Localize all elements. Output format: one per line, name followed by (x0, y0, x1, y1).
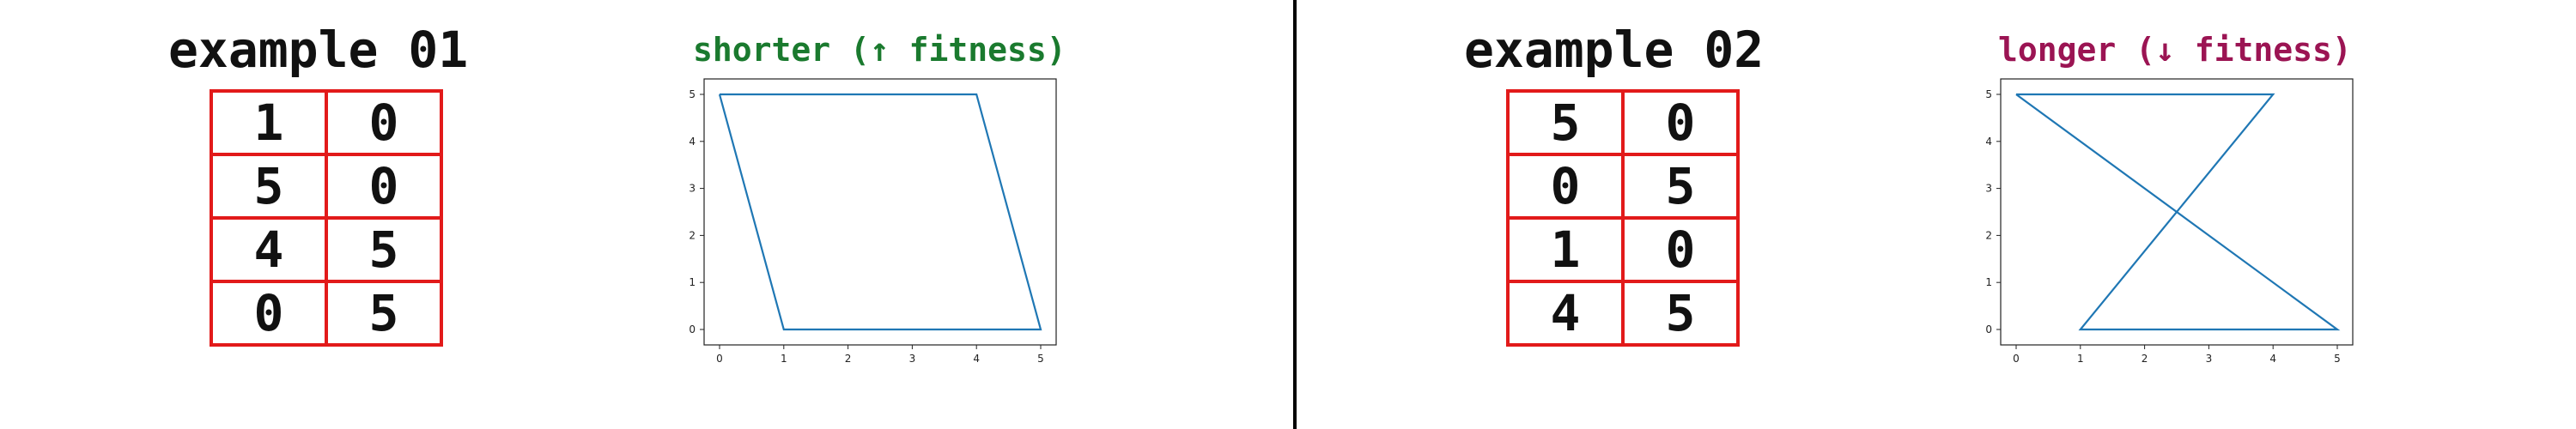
y-tick-label: 4 (1985, 136, 1992, 148)
table-row: 0 5 (210, 280, 443, 347)
plot-title: longer (↓ fitness) (1998, 31, 2352, 69)
y-tick-label: 3 (689, 183, 696, 195)
table-cell: 4 (1506, 280, 1625, 347)
x-tick-label: 4 (973, 353, 980, 365)
table-cell: 0 (325, 153, 443, 220)
y-tick-label: 5 (689, 88, 696, 100)
points-table: 5 0 0 5 1 0 4 5 (1506, 89, 1740, 347)
y-tick-label: 2 (1985, 229, 1992, 241)
table-row: 0 5 (1506, 153, 1740, 220)
x-tick-label: 5 (1037, 353, 1044, 365)
table-row: 5 0 (210, 153, 443, 220)
plot-frame (703, 78, 1057, 346)
route-plot: 0 1 2 3 4 5 0 1 2 3 4 5 (689, 78, 1057, 365)
table-cell: 5 (210, 153, 328, 220)
plot-frame (2000, 78, 2354, 346)
table-cell: 0 (1506, 153, 1625, 220)
table-row: 1 0 (1506, 216, 1740, 283)
route-plot: 0 1 2 3 4 5 0 1 2 3 4 5 (1985, 78, 2354, 365)
table-cell: 1 (210, 89, 328, 156)
table-cell: 1 (1506, 216, 1625, 283)
table-cell: 4 (210, 216, 328, 283)
y-tick-label: 5 (1985, 88, 1992, 100)
table-cell: 0 (210, 280, 328, 347)
table-cell: 5 (1621, 153, 1740, 220)
x-tick-label: 3 (2206, 353, 2213, 365)
table-cell: 5 (1506, 89, 1625, 156)
example-panel-01: example 01 1 0 5 0 4 5 0 5 shorter (↑ fi… (168, 21, 1066, 365)
x-tick-label: 0 (2013, 353, 2020, 365)
table-cell: 5 (1621, 280, 1740, 347)
example-panel-02: example 02 5 0 0 5 1 0 4 5 longer (↓ fit… (1297, 0, 2576, 429)
y-tick-label: 2 (689, 229, 696, 241)
y-tick-label: 0 (689, 323, 696, 335)
x-tick-label: 1 (781, 353, 787, 365)
x-tick-label: 3 (909, 353, 916, 365)
y-tick-label: 1 (1985, 276, 1992, 288)
route-line (2015, 93, 2341, 331)
x-tick-label: 5 (2334, 353, 2341, 365)
points-table: 1 0 5 0 4 5 0 5 (210, 89, 443, 347)
y-tick-label: 4 (689, 136, 696, 148)
table-row: 1 0 (210, 89, 443, 156)
y-tick-label: 0 (1985, 323, 1992, 335)
table-row: 5 0 (1506, 89, 1740, 156)
x-tick-label: 0 (716, 353, 723, 365)
x-tick-label: 4 (2269, 353, 2276, 365)
x-tick-label: 2 (2142, 353, 2148, 365)
table-cell: 0 (325, 89, 443, 156)
x-tick-label: 2 (845, 353, 852, 365)
x-tick-label: 1 (2077, 353, 2084, 365)
table-cell: 5 (325, 280, 443, 347)
table-row: 4 5 (1506, 280, 1740, 347)
y-tick-label: 1 (689, 276, 696, 288)
table-cell: 5 (325, 216, 443, 283)
y-tick-label: 3 (1985, 183, 1992, 195)
panel-divider (1293, 0, 1297, 429)
table-row: 4 5 (210, 216, 443, 283)
example-title: example 02 (1464, 21, 1765, 79)
example-title: example 01 (168, 21, 469, 79)
route-line (718, 93, 1042, 331)
plot-title: shorter (↑ fitness) (693, 31, 1066, 69)
table-cell: 0 (1621, 89, 1740, 156)
table-cell: 0 (1621, 216, 1740, 283)
